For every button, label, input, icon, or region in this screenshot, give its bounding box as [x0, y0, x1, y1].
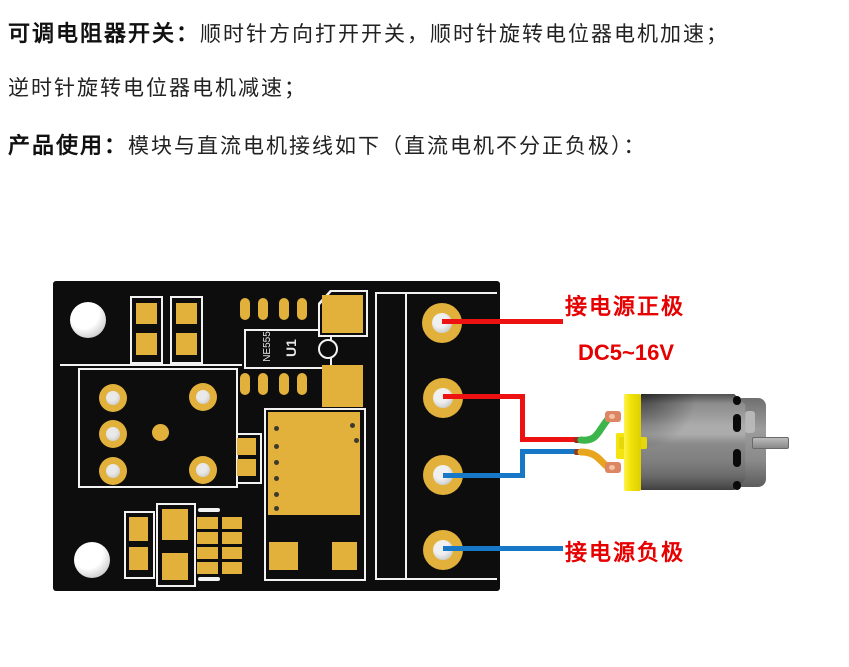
- smd-pad: [176, 303, 197, 324]
- module-dot: [354, 438, 359, 443]
- soic-pad: [222, 517, 242, 529]
- silkscreen-line: [375, 292, 497, 294]
- wire-motor-red: [520, 437, 580, 442]
- smd-pad: [162, 553, 188, 580]
- wire-positive: [442, 319, 563, 324]
- label-power-negative: 接电源负极: [565, 540, 686, 565]
- motor-vent-slot: [733, 481, 741, 490]
- motor-terminal-bottom: [605, 462, 621, 473]
- wire-motor-blue: [520, 449, 580, 454]
- wire-motor-red: [520, 394, 525, 441]
- silkscreen-line: [375, 292, 377, 580]
- motor-vent-slot: [733, 414, 741, 432]
- module-bottom-pad: [332, 542, 357, 570]
- pad-pair-outline: [124, 511, 155, 579]
- ic-pad: [240, 298, 250, 320]
- ic-pad: [279, 373, 289, 395]
- ic-pad: [240, 373, 250, 395]
- ic-ref-label: U1: [282, 339, 299, 357]
- paragraph-switch-body: 顺时针方向打开开关，顺时针旋转电位器电机加速；: [200, 23, 730, 46]
- pad-pair-outline: [156, 503, 196, 587]
- wire-motor-red: [443, 394, 525, 399]
- module-dot: [274, 506, 279, 511]
- pcb-board: NE555 U1: [53, 281, 500, 591]
- motor-vent-slot: [733, 449, 741, 467]
- module-outline: [264, 408, 366, 581]
- connector-pad-1: [422, 303, 462, 343]
- wire-motor-blue: [443, 473, 525, 478]
- ic-part-label: NE555: [261, 331, 273, 362]
- silkscreen-line: [405, 292, 407, 580]
- soic-pad: [197, 562, 218, 574]
- module-bottom-pad: [269, 542, 298, 570]
- module-dot: [274, 444, 279, 449]
- wire-negative: [443, 546, 563, 551]
- through-hole-pad: [99, 384, 127, 412]
- wire-crimp: [574, 437, 584, 443]
- paragraph-ccw-body: 逆时针旋转电位器电机减速；: [8, 77, 307, 100]
- motor-body: [641, 394, 746, 490]
- mid-pad-bracket: [238, 433, 262, 484]
- wire-motor-blue: [520, 449, 525, 478]
- ic-pad: [258, 298, 268, 320]
- paragraph-usage-heading: 产品使用：: [8, 133, 129, 158]
- smd-pad: [129, 517, 148, 541]
- soic-mark: [198, 508, 220, 512]
- smd-pad: [237, 459, 256, 476]
- potentiometer-outline: [78, 368, 238, 488]
- mounting-hole-top: [70, 302, 106, 338]
- soic-pad: [197, 517, 218, 529]
- module-dot: [274, 460, 279, 465]
- ic-pad: [297, 373, 307, 395]
- module-dot: [274, 426, 279, 431]
- pad-pair-outline: [170, 296, 203, 364]
- motor-front-cap: [624, 394, 641, 491]
- soic-pad: [222, 547, 242, 559]
- smd-pad: [129, 547, 148, 570]
- big-pad: [322, 365, 363, 407]
- module-dot: [274, 476, 279, 481]
- motor-terminal-top: [605, 411, 621, 422]
- smd-pad: [237, 438, 256, 455]
- module-dot: [274, 492, 279, 497]
- mounting-hole-bottom: [74, 542, 110, 578]
- big-pad: [322, 295, 363, 333]
- paragraph-switch: 可调电阻器开关：顺时针方向打开开关，顺时针旋转电位器电机加速；: [8, 16, 729, 48]
- soic-pad: [222, 532, 242, 544]
- silkscreen-line: [60, 364, 242, 366]
- soic-pad: [197, 532, 218, 544]
- green-lead: [577, 414, 613, 444]
- ic-pad: [297, 298, 307, 320]
- label-voltage-range: DC5~16V: [578, 340, 675, 365]
- smd-pad: [136, 303, 157, 324]
- paragraph-switch-heading: 可调电阻器开关：: [8, 21, 201, 46]
- ic-notch: [318, 339, 338, 359]
- paragraph-usage-body: 模块与直流电机接线如下（直流电机不分正负极）：: [128, 135, 647, 158]
- ic-pad: [279, 298, 289, 320]
- through-hole-pad: [99, 457, 127, 485]
- silkscreen-line: [375, 578, 497, 580]
- module-dot: [350, 423, 355, 428]
- smd-pad: [176, 333, 197, 355]
- paragraph-usage: 产品使用：模块与直流电机接线如下（直流电机不分正负极）：: [8, 128, 647, 160]
- ic-outline: NE555 U1: [244, 329, 338, 369]
- module-big-pad: [268, 412, 360, 515]
- paragraph-ccw: 逆时针旋转电位器电机减速；: [8, 72, 307, 102]
- motor-vent-slot: [733, 396, 741, 405]
- soic-mark: [198, 577, 220, 581]
- through-hole-pad: [189, 383, 217, 411]
- soic-pad: [197, 547, 218, 559]
- ic-pad: [258, 373, 268, 395]
- smd-pad: [162, 509, 188, 540]
- motor-end-highlight: [745, 411, 755, 433]
- through-hole-pad: [99, 420, 127, 448]
- soic-pad: [222, 562, 242, 574]
- wire-crimp: [574, 449, 584, 455]
- motor-shaft: [752, 437, 789, 449]
- center-pad: [152, 424, 169, 441]
- smd-pad: [136, 333, 157, 355]
- label-power-positive: 接电源正极: [565, 294, 686, 319]
- through-hole-pad: [189, 456, 217, 484]
- pad-pair-outline: [130, 296, 163, 364]
